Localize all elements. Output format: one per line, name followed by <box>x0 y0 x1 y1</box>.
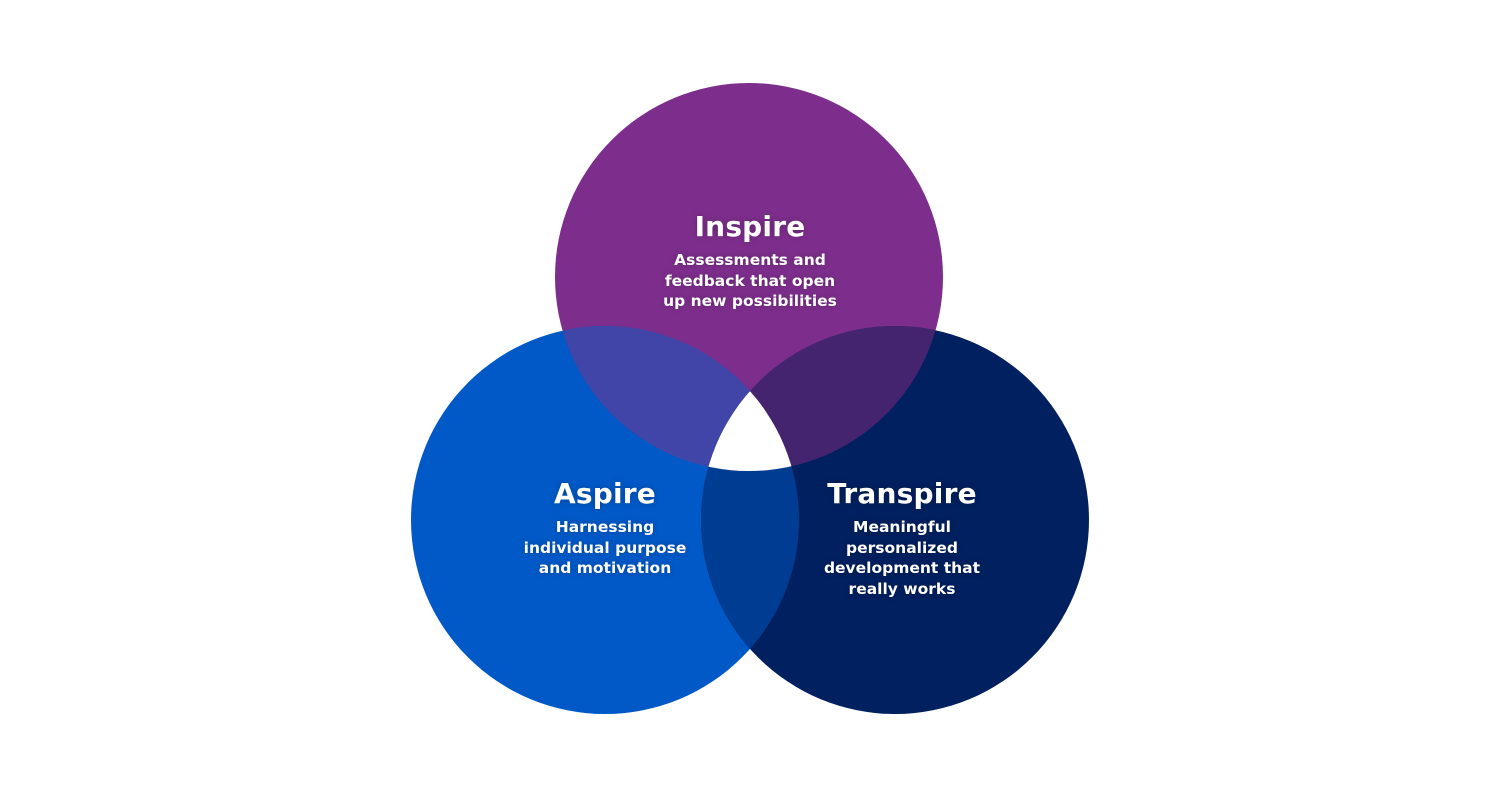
transpire-desc-line: personalized <box>846 538 958 557</box>
inspire-desc-line: up new possibilities <box>663 292 837 310</box>
inspire-desc-line: feedback that open <box>664 271 836 290</box>
transpire-desc-line: development that <box>823 559 981 577</box>
inspire-title: Inspire <box>694 210 806 243</box>
aspire-desc-line: and motivation <box>538 559 672 577</box>
transpire-desc-line: Meaningful <box>853 518 951 536</box>
transpire-label: Transpire Meaningful personalized develo… <box>752 477 1052 599</box>
inspire-desc-line: Assessments and <box>674 251 826 269</box>
inspire-label: Inspire Assessments and feedback that op… <box>600 210 900 312</box>
aspire-label: Aspire Harnessing individual purpose and… <box>455 477 755 579</box>
inspire-aspire-overlap <box>555 326 799 471</box>
inspire-transpire-overlap <box>701 326 943 471</box>
aspire-title: Aspire <box>554 477 656 510</box>
aspire-desc-line: Harnessing <box>555 518 655 536</box>
transpire-desc-line: really works <box>848 579 956 598</box>
aspire-desc-line: individual purpose <box>523 538 687 557</box>
transpire-title: Transpire <box>827 477 977 510</box>
